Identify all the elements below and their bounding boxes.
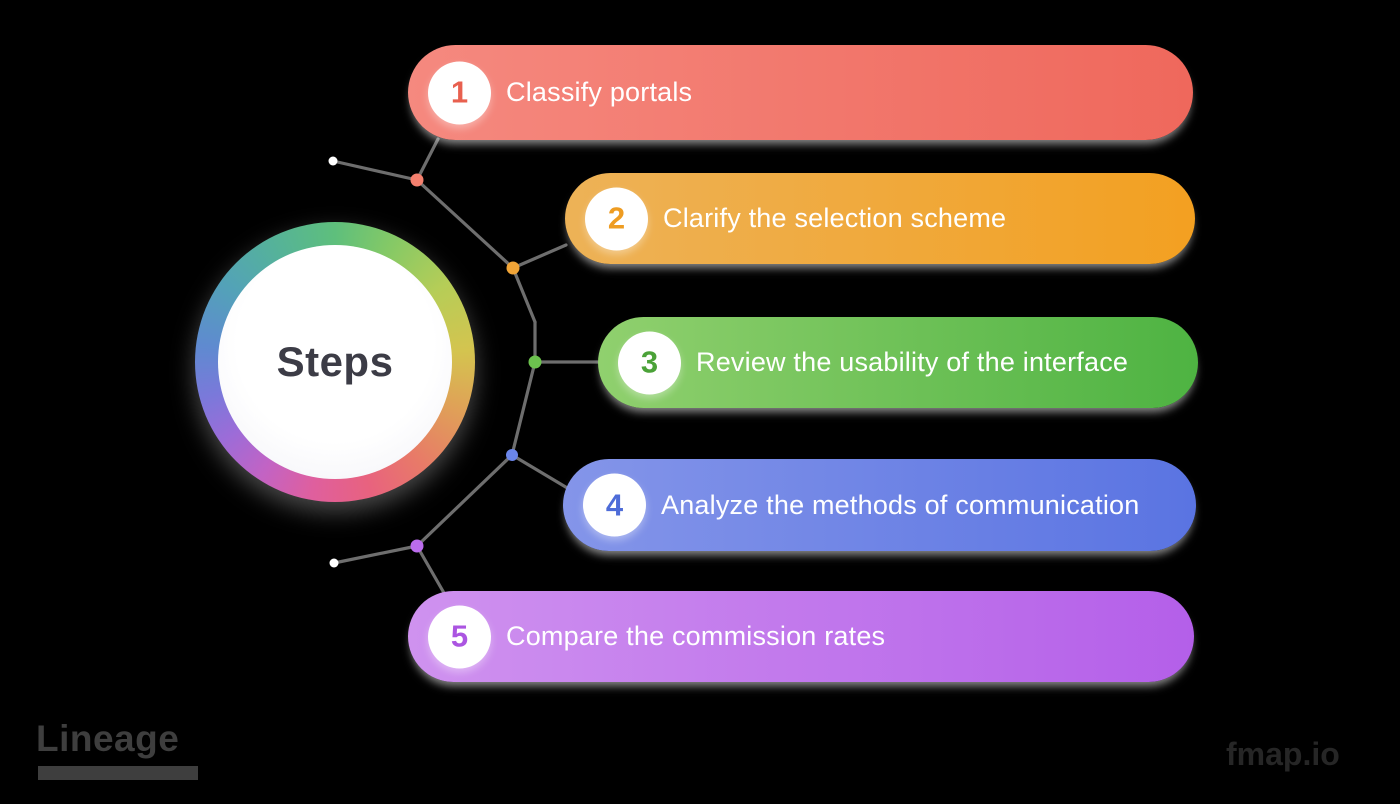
- step-bar-4: 4 Analyze the methods of communication: [563, 459, 1196, 551]
- end-dot-top: [328, 156, 338, 166]
- step-number-badge: 1: [428, 61, 491, 124]
- junction-dot-step5: [410, 539, 424, 553]
- step-number-badge: 2: [585, 187, 648, 250]
- junction-dot-step2: [506, 261, 520, 275]
- hub-title: Steps: [276, 338, 394, 385]
- step-bar-3: 3 Review the usability of the interface: [598, 317, 1198, 408]
- end-dot-bottom: [329, 558, 339, 568]
- right-logo: fmap.io: [1226, 736, 1340, 772]
- step-bar-5: 5 Compare the commission rates: [408, 591, 1194, 682]
- left-logo: Lineage: [36, 718, 180, 759]
- step-number-badge: 4: [583, 473, 646, 537]
- step-bar-2: 2 Clarify the selection scheme: [565, 173, 1195, 264]
- junction-dot-step1: [410, 173, 424, 187]
- step-label: Review the usability of the interface: [696, 347, 1129, 377]
- step-label: Classify portals: [506, 77, 693, 107]
- hub-circle: Steps: [218, 245, 452, 479]
- junction-dot-step4: [506, 449, 518, 461]
- step-label: Compare the commission rates: [506, 621, 886, 651]
- step-number-badge: 3: [618, 331, 681, 394]
- logo-tagline-bar: [38, 766, 198, 780]
- step-label: Clarify the selection scheme: [663, 203, 1007, 233]
- step-bar-1: 1 Classify portals: [408, 45, 1193, 140]
- step-label: Analyze the methods of communication: [661, 489, 1140, 520]
- junction-dot-step3: [528, 355, 542, 369]
- hub-ring: Steps: [195, 222, 475, 502]
- connector-segments: [331, 137, 601, 595]
- step-number-badge: 5: [428, 605, 491, 668]
